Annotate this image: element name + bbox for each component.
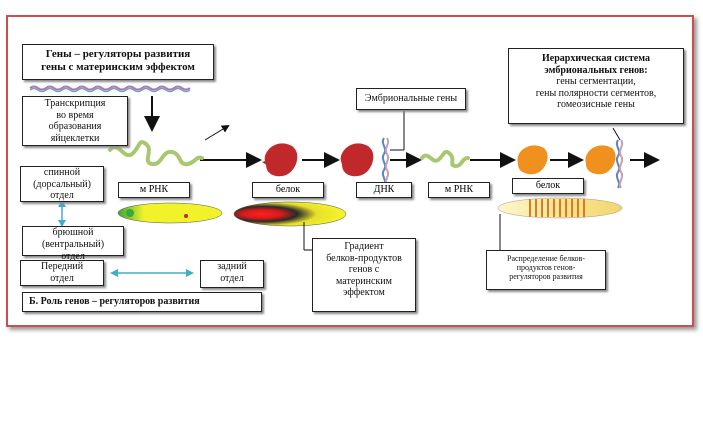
transcription-line1: Транскрипция [44,98,106,109]
embryo-maternal [117,202,223,224]
transcription-line3: образования [48,121,102,132]
anterior-posterior-arrow [110,269,194,277]
anterior-line2: отдел [50,272,74,284]
ventral-line3: отдел [61,251,85,262]
transcription-line4: яйцеклетки [50,132,100,144]
posterior-line1: задний [217,261,247,272]
embryonic-genes-text: Эмбриональные гены [364,93,458,104]
label-mrna-2: м РНК [428,182,490,198]
maternal-mrna-strand [29,85,191,91]
label-protein-1: белок [252,182,324,198]
label-protein-1-text: белок [275,184,301,195]
hierarchy-line2: эмбриональных генов: [544,64,648,76]
posterior-line2: отдел [220,272,244,284]
protein-1 [264,143,298,177]
label-protein-2: белок [512,178,584,194]
dorsal-line2: (дорсальный) [33,178,91,190]
distribution-line3: регуляторов развития [509,272,583,282]
protein-2 [340,143,374,177]
label-dna: ДНК [356,182,412,198]
dorsal-line1: спинной [43,167,81,178]
label-mrna-2-text: м РНК [444,184,474,195]
ventral-line1: брюшной [52,227,94,238]
label-dna-text: ДНК [373,184,395,195]
maternal-effect-genes-box: Гены – регуляторы развития гены с матери… [22,44,214,80]
mrna-squiggle-1 [108,140,204,167]
distribution-box: Распределение белков- продуктов генов- р… [486,250,606,290]
dna-helix-1 [381,137,387,187]
section-caption-text: Б. Роль генов – регуляторов развития [29,296,200,307]
ventral-box: брюшной (вентральный) отдел [22,226,124,262]
embryo-gradient [233,201,347,227]
gradient-line5: эффектом [343,287,385,298]
maternal-title-line1: Гены – регуляторы развития [45,48,191,60]
dna-helix-2 [615,139,621,189]
gradient-line1: Градиент [344,241,384,252]
ventral-line2: (вентральный) [41,239,105,250]
hierarchy-box: Иерархическая система эмбриональных гено… [508,48,684,124]
gradient-line3: генов с [348,264,380,275]
gradient-box: Градиент белков-продуктов генов с матери… [312,238,416,312]
section-caption: Б. Роль генов – регуляторов развития [22,292,262,312]
protein-4 [585,145,616,175]
anterior-line1: Передний [40,261,84,272]
hierarchy-line3: гены сегментации, [556,76,636,87]
mrna-squiggle-2 [420,149,470,169]
embryo-segmented [497,197,623,219]
distribution-line1: Распределение белков- [507,254,585,263]
embryonic-genes-label: Эмбриональные гены [356,88,466,110]
dorsal-ventral-arrow [58,200,66,227]
gradient-line4: материнским [336,275,392,287]
dorsal-box: спинной (дорсальный) отдел [20,166,104,202]
anterior-box: Передний отдел [20,260,104,286]
dorsal-line3: отдел [50,190,74,201]
gradient-line2: белков-продуктов [326,252,402,264]
diagonal-arrow [204,124,230,141]
label-mrna-1-text: м РНК [139,184,169,195]
hierarchy-line5: гомеозисные гены [557,99,635,110]
label-mrna-1: м РНК [118,182,190,198]
maternal-title-line2: гены с материнским эффектом [41,60,195,73]
transcription-line2: во время [56,109,94,121]
posterior-box: задний отдел [200,260,264,288]
distribution-line2: продуктов генов- [516,263,576,273]
label-protein-2-text: белок [535,180,561,191]
hierarchy-line1: Иерархическая система [542,53,650,64]
transcription-box: Транскрипция во время образования яйцекл… [22,96,128,146]
protein-3 [517,145,548,175]
hierarchy-line4: гены полярности сегментов, [535,87,657,99]
